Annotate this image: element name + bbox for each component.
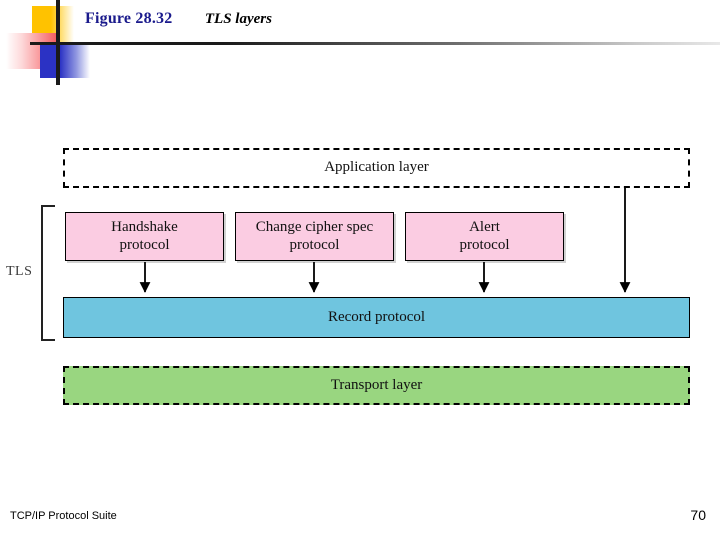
- decoration-horizontal-rule: [30, 42, 720, 45]
- handshake-protocol-label-line1: Handshake: [111, 219, 178, 236]
- alert-protocol-label-line2: protocol: [459, 236, 510, 253]
- change-cipher-spec-protocol-label: Change cipher spec protocol: [256, 219, 373, 254]
- figure-number: Figure 28.32: [85, 10, 173, 27]
- application-layer-box: Application layer: [63, 148, 690, 188]
- change-cipher-spec-protocol-label-line2: protocol: [289, 236, 340, 253]
- alert-protocol-label: Alert protocol: [460, 219, 510, 254]
- handshake-protocol-label-line2: protocol: [119, 236, 170, 253]
- tls-layers-diagram: TLS Application layer Handshake protocol…: [6, 148, 690, 405]
- change-cipher-spec-protocol-label-line1: Change cipher spec: [255, 219, 374, 236]
- alert-protocol-box: Alert protocol: [405, 212, 564, 261]
- footer-book-title: TCP/IP Protocol Suite: [10, 510, 117, 522]
- change-cipher-spec-protocol-box: Change cipher spec protocol: [235, 212, 394, 261]
- footer-page-number: 70: [690, 507, 706, 523]
- handshake-protocol-label: Handshake protocol: [111, 219, 178, 254]
- tls-bracket: [41, 205, 55, 341]
- alert-protocol-label-line1: Alert: [469, 219, 500, 236]
- transport-layer-label: Transport layer: [330, 376, 423, 393]
- record-protocol-box: Record protocol: [63, 297, 690, 338]
- application-layer-label: Application layer: [324, 159, 429, 176]
- page-title: Figure 28.32 TLS layers: [85, 10, 272, 28]
- tls-bracket-label: TLS: [6, 264, 33, 279]
- record-protocol-label: Record protocol: [327, 308, 426, 325]
- transport-layer-box: Transport layer: [63, 366, 690, 405]
- decoration-blue-square: [40, 44, 90, 78]
- header-decoration: [0, 0, 120, 85]
- figure-caption: TLS layers: [204, 11, 272, 27]
- handshake-protocol-box: Handshake protocol: [65, 212, 224, 261]
